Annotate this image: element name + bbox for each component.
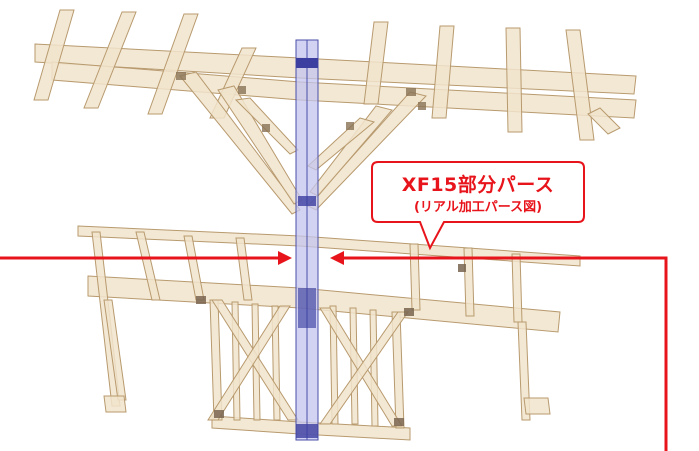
lower-connector-plates [196, 264, 466, 426]
upper-cross-member [147, 13, 199, 115]
upper-connector-plates [176, 72, 426, 132]
lower-post [103, 299, 127, 401]
upper-cross-member [505, 27, 523, 133]
lower-main-beam [87, 275, 561, 333]
lower-stud [369, 309, 379, 427]
annotation-arrowheads [278, 251, 344, 265]
annotation-overlay [0, 256, 668, 451]
lower-post [511, 253, 523, 323]
callout-title: XF15部分パース [401, 174, 555, 196]
annotation-right-bracket [342, 256, 668, 451]
lower-post [409, 243, 421, 311]
steel-base-plate [296, 424, 318, 438]
lower-post [135, 231, 161, 301]
lower-foot-block [103, 395, 127, 413]
callout-subtitle: (リアル加工パース図) [413, 200, 543, 215]
lower-foot-block [523, 397, 551, 415]
arrow-left-icon [330, 251, 344, 265]
upper-cross-member [565, 29, 595, 141]
steel-top-cap [296, 58, 318, 68]
lower-post [235, 237, 253, 301]
upper-cross-member [33, 9, 75, 101]
upper-cross-member [431, 25, 455, 119]
upper-cross-member [83, 11, 137, 109]
lower-post [463, 247, 475, 317]
upper-tail-member [587, 107, 621, 135]
upper-cross-member [363, 21, 389, 105]
callout-bubble [371, 161, 585, 251]
arrow-right-icon [278, 251, 292, 265]
steel-joint-plate [298, 196, 316, 206]
lower-stud [329, 305, 339, 425]
callout-label: XF15部分パース (リアル加工パース図) [371, 161, 585, 251]
lower-post [517, 321, 531, 421]
lower-x-brace [207, 305, 291, 421]
steel-joint-plate [298, 288, 316, 328]
steel-column [295, 39, 319, 441]
lower-stud [391, 311, 405, 429]
